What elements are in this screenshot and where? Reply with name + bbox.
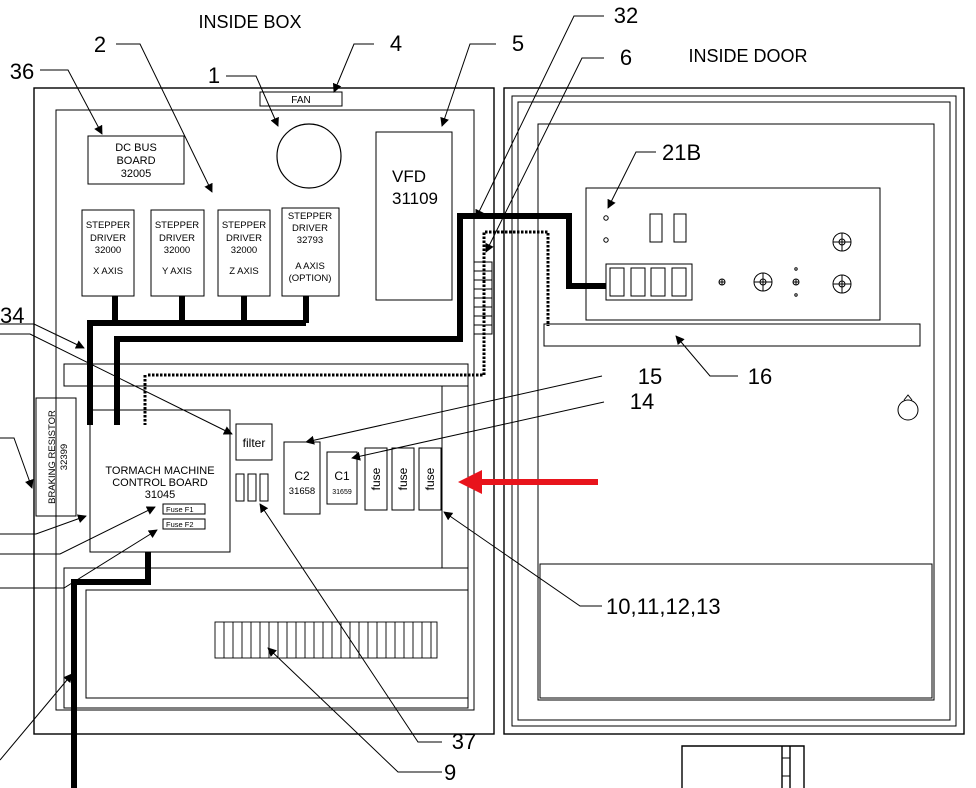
svg-text:BOARD: BOARD (116, 155, 155, 167)
svg-text:Y AXIS: Y AXIS (162, 266, 192, 277)
svg-text:32793: 32793 (297, 235, 323, 246)
cable-bundle (71, 213, 606, 788)
svg-text:32000: 32000 (231, 245, 257, 256)
svg-text:X AXIS: X AXIS (93, 266, 123, 277)
display-panel (603, 213, 852, 301)
control-board: TORMACH MACHINE CONTROL BOARD 31045 (89, 409, 231, 553)
svg-text:TORMACH MACHINE: TORMACH MACHINE (105, 465, 214, 477)
svg-text:32000: 32000 (95, 245, 121, 256)
svg-text:CONTROL BOARD: CONTROL BOARD (112, 477, 208, 489)
filter-label: filter (243, 436, 266, 450)
callout-2: 2 (94, 32, 106, 57)
callout-32: 32 (614, 3, 638, 28)
highlight-arrow (458, 470, 598, 494)
svg-text:STEPPER: STEPPER (155, 220, 199, 231)
stepper-driver-a: STEPPER DRIVER 32793 A AXIS (OPTION) (281, 207, 340, 297)
svg-text:fuse: fuse (423, 467, 437, 490)
svg-text:(OPTION): (OPTION) (289, 273, 332, 284)
callout-21b: 21B (662, 140, 701, 165)
door-panel (503, 87, 965, 735)
svg-text:fuse: fuse (396, 467, 410, 490)
fan-label-box (259, 91, 343, 107)
callout-10-13: 10,11,12,13 (606, 594, 721, 619)
callout-16: 16 (748, 364, 772, 389)
svg-text:32005: 32005 (121, 168, 152, 180)
callout-15: 15 (638, 364, 662, 389)
small-box-lower-right (681, 745, 805, 788)
inside-door-heading: INSIDE DOOR (688, 46, 807, 66)
terminal-strip (473, 261, 493, 335)
callout-9: 9 (444, 760, 456, 785)
svg-text:Z AXIS: Z AXIS (229, 266, 259, 277)
fuse-1: fuse (364, 447, 388, 511)
stepper-driver-z: STEPPER DRIVER 32000 Z AXIS (217, 209, 271, 297)
fuse-f2-box (162, 518, 206, 530)
svg-text:DRIVER: DRIVER (292, 223, 328, 234)
wire-harness (143, 230, 550, 425)
inside-box-heading: INSIDE BOX (198, 12, 301, 32)
svg-text:31109: 31109 (392, 189, 438, 208)
svg-text:DRIVER: DRIVER (159, 233, 195, 244)
svg-text:DRIVER: DRIVER (90, 233, 126, 244)
fuse-2: fuse (391, 447, 415, 511)
vfd: VFD 31109 (375, 131, 453, 301)
callout-5: 5 (512, 31, 524, 56)
callout-4: 4 (390, 31, 402, 56)
svg-text:31659: 31659 (332, 489, 352, 496)
callout-1: 1 (208, 63, 220, 88)
svg-text:STEPPER: STEPPER (86, 220, 130, 231)
svg-text:DC BUS: DC BUS (115, 142, 157, 154)
fan-label: FAN (291, 95, 310, 106)
svg-text:C1: C1 (334, 469, 350, 483)
terminal-blocks (235, 473, 269, 502)
svg-text:C2: C2 (294, 469, 310, 483)
fan (276, 123, 342, 189)
svg-text:STEPPER: STEPPER (288, 211, 332, 222)
filter-box (235, 423, 273, 461)
svg-text:32000: 32000 (164, 245, 190, 256)
braking-resistor: BRAKING RESISTOR 32399 (35, 397, 77, 517)
vent-grille (214, 621, 438, 659)
fuse-3: fuse (418, 447, 442, 511)
svg-text:BRAKING RESISTOR: BRAKING RESISTOR (47, 410, 58, 504)
callout-14: 14 (630, 389, 654, 414)
callout-34: 34 (0, 303, 24, 328)
callout-6: 6 (620, 45, 632, 70)
fuse-f1-box (162, 503, 206, 515)
svg-text:VFD: VFD (392, 167, 426, 186)
svg-text:DRIVER: DRIVER (226, 233, 262, 244)
door-latch-icon (897, 394, 919, 421)
dc-bus-board: DC BUS BOARD 32005 (87, 135, 185, 185)
capacitor-c2: C2 31658 (283, 441, 321, 515)
stepper-driver-x: STEPPER DRIVER 32000 X AXIS (81, 209, 135, 297)
box-enclosure (33, 87, 495, 735)
svg-text:fuse: fuse (369, 467, 383, 490)
svg-text:A AXIS: A AXIS (295, 261, 325, 272)
stepper-driver-y: STEPPER DRIVER 32000 Y AXIS (150, 209, 205, 297)
callout-36: 36 (10, 59, 34, 84)
svg-text:31658: 31658 (289, 486, 315, 497)
fuse-f1-label: Fuse F1 (166, 505, 194, 514)
callout-leaders (0, 15, 738, 773)
svg-text:STEPPER: STEPPER (222, 220, 266, 231)
svg-text:32399: 32399 (59, 444, 70, 470)
callout-37: 37 (452, 729, 476, 754)
fuse-f2-label: Fuse F2 (166, 520, 194, 529)
capacitor-c1: C1 31659 (326, 451, 358, 505)
svg-text:31045: 31045 (145, 489, 176, 501)
